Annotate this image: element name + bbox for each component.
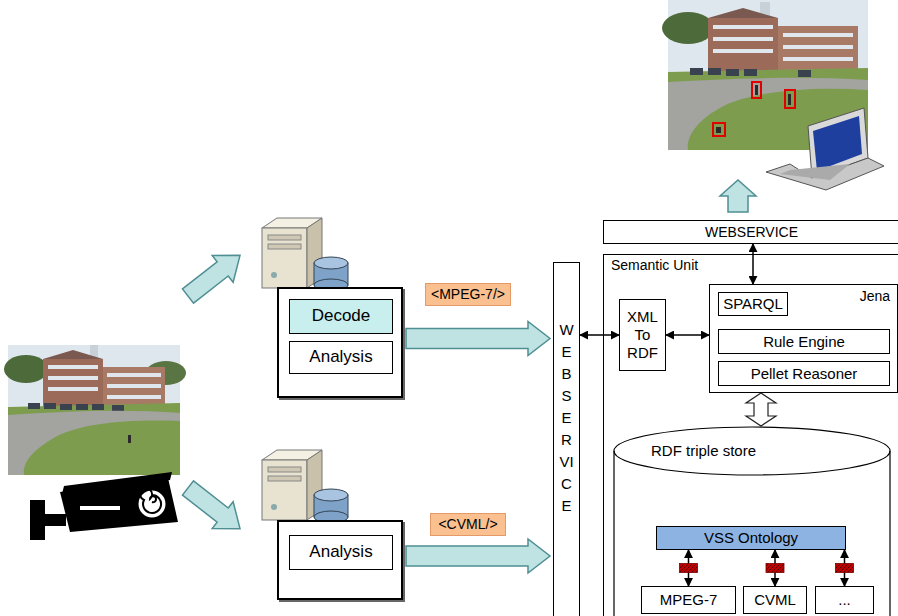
cctv-camera-icon — [30, 472, 178, 540]
flow-arrow — [178, 242, 251, 309]
arrow-line — [580, 334, 619, 336]
connector — [666, 335, 709, 336]
camera-photo — [4, 345, 186, 475]
webservice-bar: WEBSERVICE — [603, 220, 898, 244]
mapping-marker — [836, 564, 854, 573]
server-box: DecodeAnalysis — [277, 287, 403, 398]
node-label: WEBSERVICE — [559, 319, 574, 517]
cylinder-top — [614, 427, 890, 475]
node-label: Pellet Reasoner — [751, 365, 858, 383]
format-box: MPEG-7 — [641, 586, 736, 614]
arrow-body — [746, 393, 776, 426]
laptop-icon — [766, 108, 884, 190]
connector — [836, 550, 854, 586]
query-box: SPARQL — [718, 292, 788, 316]
node-label: Decode — [312, 306, 371, 326]
mapping-marker — [680, 564, 698, 573]
format-box: CVML — [743, 586, 807, 614]
connector — [580, 335, 619, 336]
process-box: Decode — [289, 299, 393, 334]
node-label: ... — [838, 591, 851, 609]
server-box: Analysis — [277, 520, 403, 600]
node-label: <CVML/> — [438, 516, 497, 533]
engine-box: Rule Engine — [718, 329, 890, 354]
flow-arrow — [178, 475, 251, 542]
node-label: CVML — [754, 591, 796, 609]
node-label: Rule Engine — [763, 333, 845, 351]
node-label: Semantic Unit — [611, 257, 698, 274]
server-icon — [262, 450, 348, 523]
connector — [766, 550, 784, 586]
cylinder-side — [614, 451, 890, 616]
connector — [753, 244, 754, 284]
arrow-line — [666, 334, 709, 336]
block-arrow — [406, 539, 550, 573]
arrow-body — [406, 539, 550, 573]
triple-store-cylinder: RDF triple storeVSS OntologyMPEG-7 CVML..… — [613, 426, 891, 616]
process-box: Analysis — [289, 341, 393, 374]
node-label: Jena — [860, 288, 890, 305]
converter-box: XML To RDF — [619, 299, 666, 371]
node-label: SPARQL — [723, 295, 783, 313]
connector — [680, 550, 698, 586]
node-label: Analysis — [309, 347, 372, 367]
reasoner-box: Pellet Reasoner — [718, 361, 890, 386]
node-label: WEBSERVICE — [705, 224, 798, 241]
jena-box: Jena SPARQL Rule EnginePellet Reasoner — [709, 284, 898, 393]
process-box: Analysis — [289, 535, 393, 570]
node-label: <MPEG-7/> — [431, 286, 505, 303]
node-label: XML To RDF — [620, 308, 665, 362]
ontology-box: VSS Ontology — [656, 526, 846, 550]
double-block-arrow — [746, 393, 776, 426]
flow-arrow — [720, 180, 756, 212]
block-arrow — [406, 322, 550, 356]
arrow-line — [752, 244, 754, 284]
webservice-bar: WEBSERVICE — [553, 262, 580, 616]
arrow-body — [406, 322, 550, 356]
node-label: VSS Ontology — [704, 529, 798, 547]
node-label: Analysis — [309, 542, 372, 562]
format-tag: <CVML/> — [430, 513, 506, 536]
node-label: RDF triple store — [651, 442, 756, 460]
mapping-marker — [766, 564, 784, 573]
semantic-unit-panel: Semantic UnitXML To RDF Jena SPARQL Rule En… — [603, 254, 898, 616]
server-icon — [262, 218, 348, 291]
node-label: MPEG-7 — [660, 591, 718, 609]
format-tag: <MPEG-7/> — [425, 283, 511, 306]
format-box: ... — [815, 586, 874, 614]
